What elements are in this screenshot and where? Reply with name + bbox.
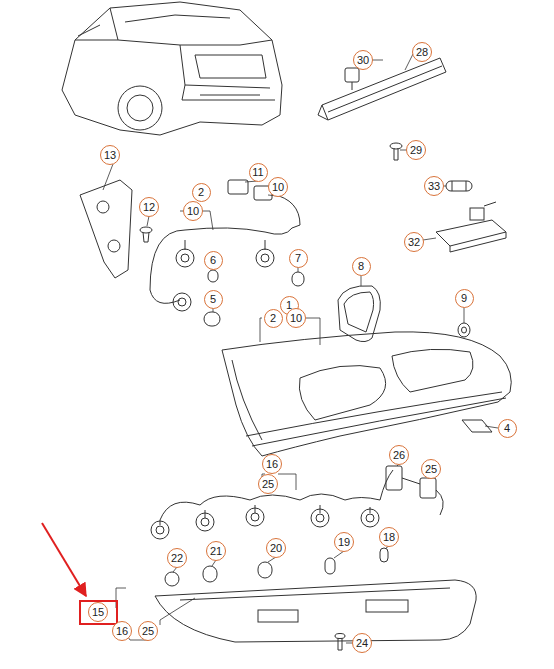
leader-lines (103, 54, 498, 643)
screw (335, 634, 345, 651)
wiring-harness (150, 180, 300, 311)
wiring-harness (151, 466, 443, 539)
callout-number: 25 (425, 464, 437, 475)
callout-number: 26 (393, 450, 405, 461)
callout-number: 16 (116, 626, 128, 637)
car-sketch (62, 2, 282, 135)
callout-circle: 10 (268, 177, 288, 197)
bulb (446, 181, 472, 191)
callout-number: 7 (295, 253, 301, 264)
callout-number: 29 (410, 145, 422, 156)
callout-circle: 11 (249, 163, 268, 182)
callout-number: 33 (428, 181, 440, 192)
callout-number: 15 (92, 607, 104, 618)
callout-circle: 18 (379, 527, 399, 547)
callout-circle: 25 (258, 474, 278, 494)
callout-circle: 7 (289, 249, 308, 268)
callout-circle: 2 (264, 309, 283, 328)
highlight-box (80, 601, 117, 624)
callout-circle: 15 (88, 602, 108, 622)
callout-number: 25 (262, 479, 274, 490)
brake-light (318, 58, 446, 120)
callout-circle: 33 (424, 176, 444, 196)
callout-circle: 20 (266, 538, 286, 558)
callout-number: 10 (272, 182, 284, 193)
callout-circle: 16 (262, 454, 282, 474)
callout-number: 10 (187, 206, 199, 217)
callout-number: 12 (143, 202, 155, 213)
callout-number: 11 (252, 167, 263, 178)
callout-circle: 25 (138, 621, 158, 641)
callout-circle: 21 (206, 541, 226, 561)
callout-circle: 30 (353, 50, 373, 70)
callout-number: 5 (210, 294, 216, 305)
callout-number: 32 (408, 237, 420, 248)
callout-circle: 9 (455, 289, 474, 308)
callout-number: 20 (270, 543, 282, 554)
callout-number: 19 (338, 537, 350, 548)
callout-number: 13 (104, 150, 116, 161)
callout-circle: 32 (404, 232, 424, 252)
clip (140, 227, 152, 242)
callout-number: 30 (357, 55, 369, 66)
callout-number: 6 (210, 255, 216, 266)
callout-circle: 26 (389, 445, 409, 465)
screw (390, 143, 402, 160)
callout-circle: 29 (406, 140, 426, 160)
callout-number: 25 (142, 626, 154, 637)
callout-number: 4 (504, 423, 510, 434)
callout-number: 28 (416, 47, 428, 58)
callout-number: 9 (461, 293, 467, 304)
callout-circle: 10 (286, 308, 306, 328)
callout-circle: 28 (412, 42, 432, 62)
callout-number: 16 (266, 459, 278, 470)
callout-circle: 10 (183, 201, 203, 221)
callout-number: 22 (171, 553, 183, 564)
callout-circle: 25 (421, 459, 441, 479)
callout-number: 21 (210, 546, 222, 557)
callout-number: 2 (270, 313, 276, 324)
callout-circle: 24 (352, 633, 372, 653)
license-lamp (436, 202, 506, 252)
callout-circle: 4 (498, 419, 517, 438)
callout-circle: 5 (204, 290, 223, 309)
callout-circle: 2 (192, 183, 211, 202)
callout-number: 10 (290, 313, 302, 324)
callout-number: 18 (383, 532, 395, 543)
callout-circle: 6 (204, 251, 223, 270)
callout-circle: 12 (139, 197, 159, 217)
callout-circle: 19 (334, 532, 354, 552)
callout-circle: 22 (167, 548, 187, 568)
tail-lamp (222, 332, 511, 456)
callout-number: 24 (356, 638, 368, 649)
gasket (80, 180, 132, 278)
callout-circle: 8 (352, 257, 371, 276)
callout-number: 2 (198, 187, 204, 198)
highlight-arrow (42, 523, 86, 596)
rear-lamp (155, 580, 476, 642)
callout-number: 8 (358, 261, 364, 272)
callout-circle: 13 (100, 145, 120, 165)
callout-circle: 16 (112, 621, 132, 641)
washer (458, 323, 470, 337)
